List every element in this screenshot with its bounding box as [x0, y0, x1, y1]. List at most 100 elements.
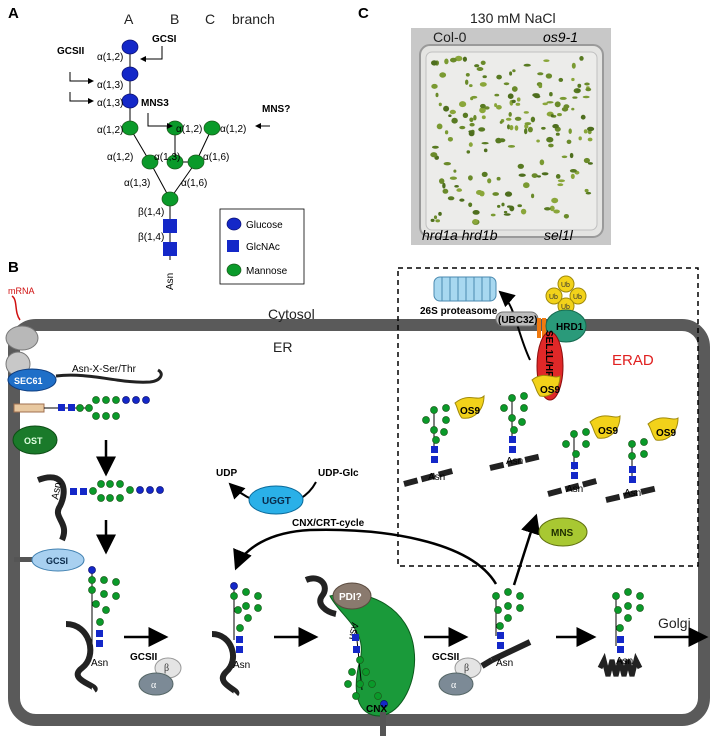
seedling	[561, 107, 569, 112]
asn-label: Asn	[233, 660, 250, 671]
seedling	[518, 173, 526, 177]
seedling	[541, 172, 549, 176]
seedling	[520, 208, 527, 215]
linkage-label: α(1,2)	[220, 124, 246, 135]
gcsii-label-a: GCSII	[57, 46, 84, 57]
seedling	[479, 82, 487, 87]
seedling	[431, 60, 438, 66]
mannose-b2	[166, 154, 184, 170]
seedling	[468, 142, 473, 147]
seedling	[503, 210, 508, 214]
seedling	[507, 93, 514, 99]
seedling	[496, 105, 502, 110]
mrna-label: mRNA	[8, 286, 35, 296]
seedling	[439, 178, 445, 184]
ubc32-label: (UBC32)	[498, 315, 537, 326]
mannose-c2	[187, 154, 205, 170]
seedling	[545, 73, 553, 79]
glycan-structure: Asn	[121, 39, 221, 290]
seedling	[448, 114, 452, 117]
glcnac-legend-icon	[227, 240, 239, 252]
panel-c-letter: C	[358, 5, 369, 22]
salt-condition-title: 130 mM NaCl	[470, 10, 556, 26]
glucose-legend-icon	[226, 217, 242, 231]
linkage-label: α(1,3)	[97, 98, 123, 109]
seedling	[514, 125, 519, 131]
glucose-3	[121, 93, 139, 109]
seedling	[531, 173, 538, 179]
uggt-label: UGGT	[262, 496, 291, 507]
seedling	[548, 143, 554, 148]
genotype-os9-1: os9-1	[543, 29, 578, 45]
mannose-a1	[121, 120, 139, 136]
asn-label: Asn	[91, 658, 108, 669]
ub-label: Ub	[561, 282, 570, 289]
panel-a-letter: A	[8, 5, 19, 22]
seedling	[476, 67, 484, 71]
seedling	[447, 137, 453, 142]
seedling	[444, 58, 449, 65]
asn-label: Asn	[624, 488, 641, 499]
asn-label: Asn	[566, 484, 583, 495]
seedling	[432, 145, 439, 149]
seedling	[462, 112, 469, 119]
seedling	[444, 130, 449, 135]
seedling	[451, 117, 458, 124]
seedling	[572, 96, 578, 99]
seedling	[459, 125, 466, 130]
seedling	[443, 105, 450, 112]
seedling	[552, 124, 559, 129]
linkage-labels: α(1,2) α(1,3) α(1,3) α(1,2) α(1,2) α(1,3…	[97, 52, 246, 243]
erad-substrate-1: OS9 Asn	[403, 394, 485, 487]
genotype-col0: Col-0	[433, 29, 467, 45]
seedling	[443, 162, 451, 166]
seedling	[472, 219, 479, 225]
mns3-label: MNS3	[141, 98, 169, 109]
seedling	[582, 95, 590, 99]
seedling	[438, 211, 442, 216]
beta-label: β	[464, 663, 469, 674]
seedling	[480, 60, 486, 65]
seedling	[527, 126, 533, 133]
seedling	[514, 116, 522, 121]
seedling	[459, 198, 465, 202]
asn-label: Asn	[428, 472, 445, 483]
legend-glcnac-label: GlcNAc	[246, 242, 280, 253]
seedling	[492, 192, 500, 196]
seedling	[431, 83, 438, 89]
cnx-cycle-label: CNX/CRT-cycle	[292, 518, 365, 529]
seedling	[531, 193, 535, 199]
seedling	[449, 109, 456, 115]
ub-label: Ub	[549, 294, 558, 301]
seedling	[563, 214, 570, 219]
seedling	[505, 117, 512, 121]
mannose-legend-icon	[226, 263, 242, 277]
genotype-hrd1a-hrd1b: hrd1a hrd1b	[422, 227, 498, 243]
seedling	[512, 69, 516, 73]
seedling	[494, 93, 500, 97]
linkage-label: α(1,2)	[176, 124, 202, 135]
gcsii-label-b1: GCSII	[130, 652, 157, 663]
seedling	[472, 210, 480, 215]
seedling	[470, 96, 474, 101]
seedling	[495, 137, 502, 144]
translocon: mRNA SEC61 Asn-X-Ser/Thr OST	[5, 286, 163, 455]
seedling	[546, 101, 554, 104]
seedling	[576, 88, 581, 92]
seedling	[583, 129, 588, 134]
seedling	[553, 209, 560, 214]
mannose-core	[161, 191, 179, 207]
seedling	[430, 218, 435, 222]
seedling	[490, 213, 496, 217]
seedling	[469, 84, 473, 88]
seedling	[430, 152, 438, 158]
seedling	[580, 114, 586, 120]
seedling	[508, 112, 512, 117]
seedling	[435, 92, 439, 98]
seedling	[517, 204, 522, 208]
seedling	[511, 86, 518, 92]
seedling	[530, 116, 536, 123]
linkage-label: α(1,6)	[203, 152, 229, 163]
cnx-cycle-arrow	[233, 528, 498, 585]
seedling	[546, 136, 554, 143]
